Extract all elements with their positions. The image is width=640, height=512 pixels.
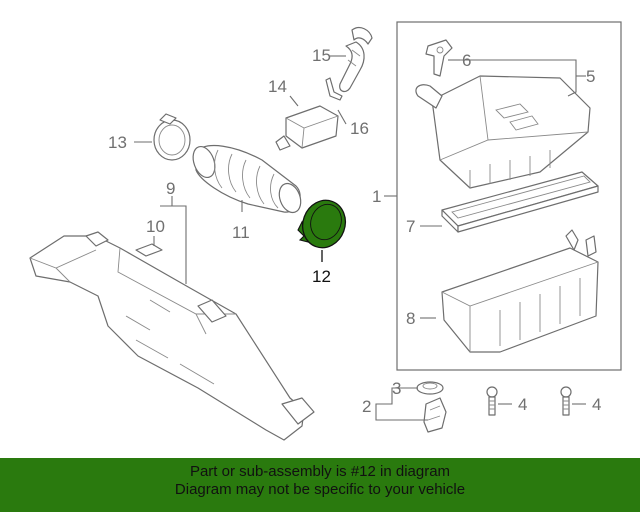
part-7-air-filter[interactable] [441, 171, 599, 233]
callout-10: 10 [146, 217, 165, 236]
banner-line-1: Part or sub-assembly is #12 in diagram [189, 463, 451, 480]
callout-12: 12 [312, 267, 331, 286]
leader-lines [134, 55, 586, 421]
part-6-sensor[interactable] [425, 39, 453, 77]
callout-4-left: 4 [518, 395, 527, 414]
part-14-resonator[interactable] [275, 105, 339, 151]
part-15-hose[interactable] [339, 26, 373, 93]
banner-line-2: Diagram may not be specific to your vehi… [174, 481, 466, 498]
part-4-bolt-right[interactable] [560, 386, 572, 416]
part-12-highlighted[interactable] [296, 194, 352, 253]
part-3-cap[interactable] [416, 381, 444, 395]
callout-15: 15 [312, 46, 331, 65]
callout-5: 5 [586, 67, 595, 86]
part-11-intake-hose[interactable] [189, 144, 304, 216]
callout-3: 3 [392, 379, 401, 398]
part-2-bracket[interactable] [423, 397, 447, 433]
part-9-air-duct[interactable] [29, 231, 315, 441]
callout-9: 9 [166, 179, 175, 198]
part-4-bolt-left[interactable] [486, 386, 498, 416]
callout-6: 6 [462, 51, 471, 70]
part-5-air-cleaner-cover[interactable] [415, 75, 591, 189]
callout-8: 8 [406, 309, 415, 328]
callout-2: 2 [362, 397, 371, 416]
callout-11: 11 [232, 223, 250, 242]
diagram-notice-banner: Part or sub-assembly is #12 in diagram D… [0, 458, 640, 512]
callout-4-right: 4 [592, 395, 601, 414]
callout-16: 16 [350, 119, 369, 138]
callout-1: 1 [372, 187, 381, 206]
part-16-clip[interactable] [325, 77, 343, 101]
callout-7: 7 [406, 217, 415, 236]
callout-13: 13 [108, 133, 127, 152]
exploded-parts-diagram: 15 6 5 14 16 13 9 1 10 7 11 12 8 3 2 4 4 [29, 21, 622, 441]
part-13-clamp[interactable] [153, 113, 191, 161]
part-8-air-cleaner-case[interactable] [441, 229, 599, 353]
callout-14: 14 [268, 77, 287, 96]
part-10-label[interactable] [135, 243, 163, 257]
